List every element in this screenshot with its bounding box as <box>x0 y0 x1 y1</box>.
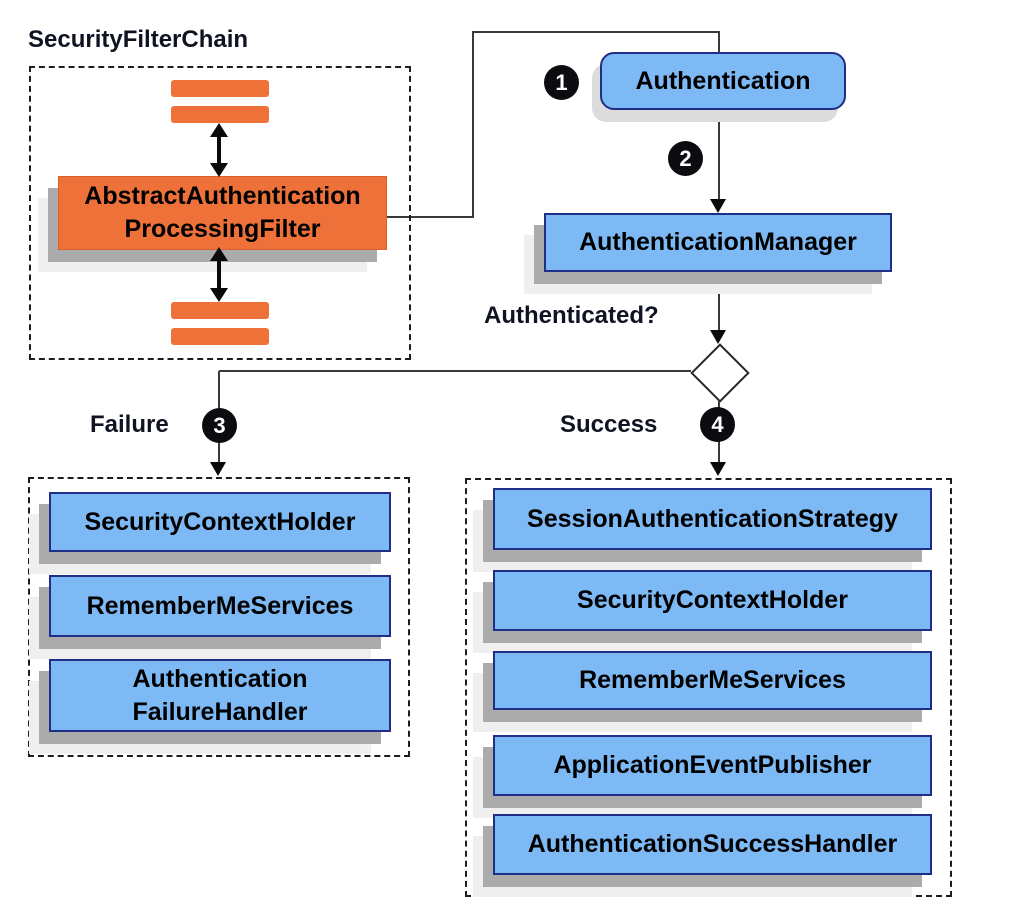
arrowhead-into-failure-icon <box>210 462 226 476</box>
bidirectional-arrow-icon <box>210 123 228 177</box>
step-4-badge: 4 <box>700 407 735 442</box>
step-1-badge: 1 <box>544 65 579 100</box>
failure-item-authentication-failure-handler: Authentication FailureHandler <box>49 659 391 732</box>
filter-bar <box>171 106 269 123</box>
arrowhead-into-success-icon <box>710 462 726 476</box>
success-item-application-event-publisher: ApplicationEventPublisher <box>493 735 932 796</box>
arrowhead-into-diamond-icon <box>710 330 726 344</box>
arrowhead-up-icon <box>210 247 228 261</box>
step-3-badge: 3 <box>202 408 237 443</box>
success-item-security-context-holder: SecurityContextHolder <box>493 570 932 631</box>
filter-bar <box>171 80 269 97</box>
connector-left-vertical <box>472 31 474 218</box>
authenticated-question-label: Authenticated? <box>484 302 659 329</box>
decision-diamond <box>690 343 750 403</box>
step-2-badge: 2 <box>668 141 703 176</box>
connector-manager-to-diamond <box>718 272 720 330</box>
arrowhead-up-icon <box>210 123 228 137</box>
connector-failure-horizontal <box>219 370 691 372</box>
success-label: Success <box>560 411 658 438</box>
failure-item-remember-me-services: RememberMeServices <box>49 575 391 637</box>
success-item-remember-me-services: RememberMeServices <box>493 651 932 710</box>
arrow-shaft <box>217 257 221 292</box>
failure-label: Failure <box>90 411 169 438</box>
connector-top-horizontal <box>472 31 720 33</box>
security-filter-chain-box <box>29 66 411 360</box>
authentication-manager-box: AuthenticationManager <box>544 213 892 272</box>
abstract-authentication-processing-filter-box: AbstractAuthentication ProcessingFilter <box>58 176 387 250</box>
connector-filter-to-corner <box>385 216 474 218</box>
bidirectional-arrow-icon <box>210 247 228 302</box>
success-group-box <box>465 478 952 897</box>
arrowhead-down-icon <box>210 288 228 302</box>
failure-group-box <box>28 477 410 757</box>
success-item-session-authentication-strategy: SessionAuthenticationStrategy <box>493 488 932 550</box>
arrowhead-down-icon <box>210 163 228 177</box>
failure-item-security-context-holder: SecurityContextHolder <box>49 492 391 552</box>
arrow-shaft <box>217 133 221 167</box>
filter-bar <box>171 302 269 319</box>
filter-bar <box>171 328 269 345</box>
arrowhead-into-manager-icon <box>710 199 726 213</box>
security-filter-chain-title: SecurityFilterChain <box>28 26 249 53</box>
success-item-authentication-success-handler: AuthenticationSuccessHandler <box>493 814 932 875</box>
connector-into-authentication <box>718 31 720 201</box>
authentication-box: Authentication <box>600 52 846 110</box>
